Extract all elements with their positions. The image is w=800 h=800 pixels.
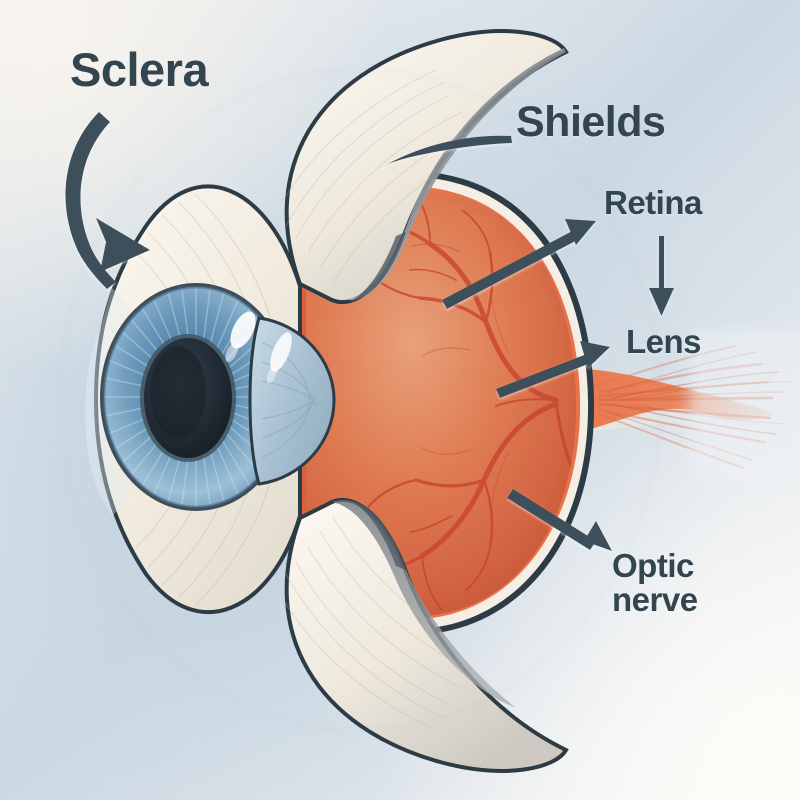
label-retina: Retina xyxy=(604,184,702,221)
retina-to-lens-connector xyxy=(649,236,674,316)
label-lens: Lens xyxy=(626,323,702,360)
retina-pointer-arrow xyxy=(442,219,596,309)
lens-pointer-arrow xyxy=(496,341,610,398)
label-shields: Shields xyxy=(516,98,666,146)
label-optic-nerve-line1: Optic xyxy=(612,547,694,584)
label-optic-nerve-line2: nerve xyxy=(612,580,698,618)
iris-pupil-group xyxy=(100,283,292,511)
upper-shield xyxy=(281,29,569,305)
shields-pointer-line xyxy=(388,135,512,164)
sclera-pointer-arrow xyxy=(65,112,150,289)
lens-body xyxy=(248,316,336,486)
optic-nerve-pointer-arrow xyxy=(507,489,612,551)
lower-shield xyxy=(281,497,569,773)
optic-nerve-structure xyxy=(548,330,800,480)
label-sclera: Sclera xyxy=(70,43,209,96)
